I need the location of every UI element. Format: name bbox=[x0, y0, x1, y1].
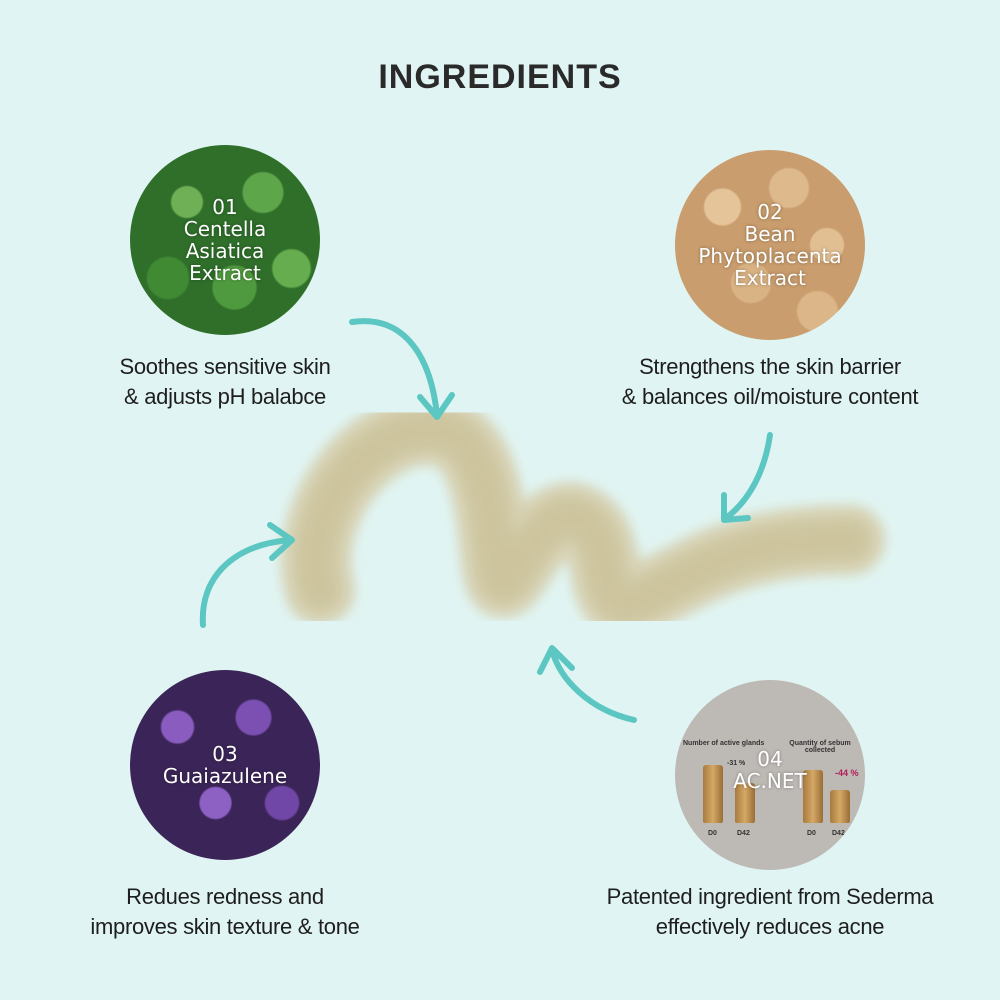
ingredient-02-description: Strengthens the skin barrier & balances … bbox=[590, 352, 950, 412]
description-line: effectively reduces acne bbox=[655, 914, 885, 939]
mini-x-label: D42 bbox=[832, 830, 845, 837]
ingredient-04-image: Number of active glands Quantity of sebu… bbox=[675, 680, 865, 870]
ingredient-number: 04 bbox=[757, 747, 783, 771]
ingredient-number: 01 bbox=[212, 195, 238, 219]
mini-chart-title: Number of active glands bbox=[683, 740, 765, 747]
ingredient-name: Extract bbox=[189, 261, 261, 285]
ingredient-01-description: Soothes sensitive skin & adjusts pH bala… bbox=[60, 352, 390, 412]
ingredient-02-image: 02 Bean Phytoplacenta Extract bbox=[675, 150, 865, 340]
description-line: improves skin texture & tone bbox=[90, 914, 360, 939]
ingredient-name: Guaiazulene bbox=[162, 764, 288, 788]
mini-chart-title: Quantity of sebum collected bbox=[789, 740, 851, 754]
ingredient-03-description: Redues redness and improves skin texture… bbox=[50, 882, 400, 942]
description-line: Redues redness and bbox=[126, 884, 324, 909]
page-title: INGREDIENTS bbox=[378, 58, 622, 96]
ingredient-name: Bean bbox=[744, 222, 796, 246]
description-line: Patented ingredient from Sederma bbox=[606, 884, 934, 909]
mini-x-label: D42 bbox=[737, 830, 750, 837]
mini-bar bbox=[703, 765, 723, 823]
ingredient-name: Asiatica bbox=[185, 239, 265, 263]
ingredient-01-image: 01 Centella Asiatica Extract bbox=[130, 145, 320, 335]
mini-bar bbox=[735, 783, 755, 823]
ingredient-name: Extract bbox=[734, 266, 806, 290]
arrow-3 bbox=[199, 522, 295, 628]
ingredient-number: 02 bbox=[757, 200, 783, 224]
arrow-1 bbox=[349, 318, 455, 420]
mini-change: -44 % bbox=[835, 768, 859, 778]
description-line: Soothes sensitive skin bbox=[119, 354, 331, 379]
ingredient-number: 03 bbox=[212, 742, 238, 766]
description-line: & adjusts pH balabce bbox=[124, 384, 326, 409]
ingredient-04-description: Patented ingredient from Sederma effecti… bbox=[560, 882, 980, 942]
mini-change: -31 % bbox=[727, 760, 746, 767]
arrow-4 bbox=[537, 645, 637, 723]
mini-bar bbox=[803, 770, 823, 823]
mini-x-label: D0 bbox=[708, 830, 717, 837]
description-line: Strengthens the skin barrier bbox=[639, 354, 901, 379]
ingredient-name: Phytoplacenta bbox=[698, 244, 842, 268]
ingredient-name: AC.NET bbox=[733, 769, 807, 793]
mini-bar bbox=[830, 790, 850, 823]
ingredient-03-image: 03 Guaiazulene bbox=[130, 670, 320, 860]
mini-x-label: D0 bbox=[807, 830, 816, 837]
description-line: & balances oil/moisture content bbox=[621, 384, 919, 409]
ingredient-name: Centella bbox=[183, 217, 267, 241]
arrow-2 bbox=[721, 432, 773, 523]
